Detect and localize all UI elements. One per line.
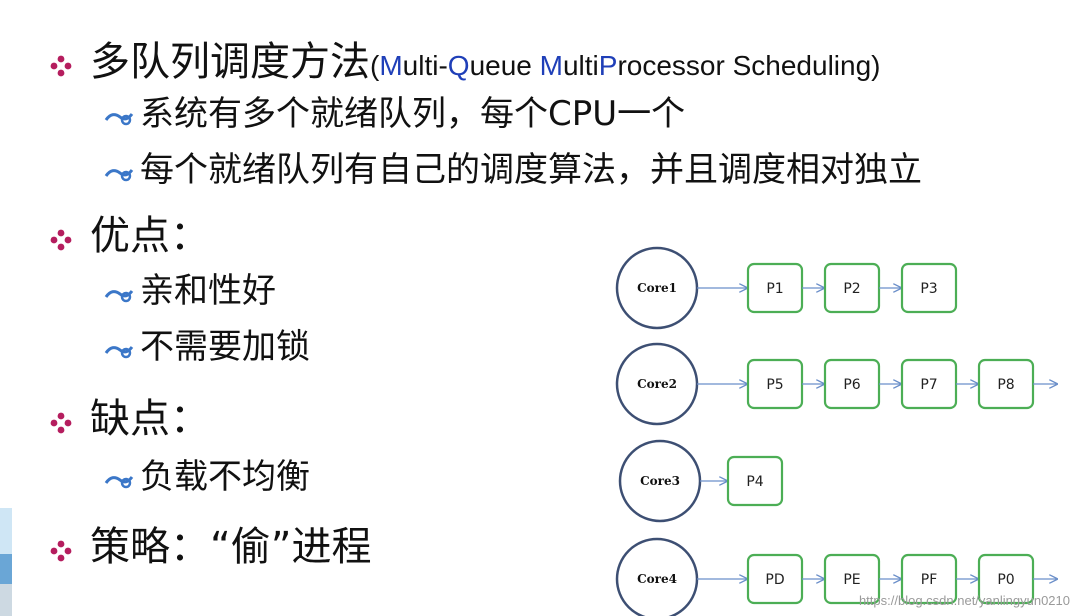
point-text: 负载不均衡: [140, 457, 310, 497]
process-label: P2: [843, 281, 860, 297]
point-text: 每个就绪队列有自己的调度算法，并且调度相对独立: [140, 150, 922, 190]
disadvantage-1: 负载不均衡: [104, 460, 310, 496]
diamond-bullet-icon: [50, 218, 76, 258]
advantage-2: 不需要加锁: [104, 330, 310, 366]
swirl-bullet-icon: [104, 276, 138, 310]
diamond-bullet-icon: [50, 401, 76, 441]
heading-text: 缺点：: [90, 396, 210, 442]
core-label: Core1: [637, 281, 677, 295]
heading-text: 策略：“偷”进程: [90, 524, 372, 570]
process-label: P1: [766, 281, 783, 297]
process-node: [726, 455, 784, 507]
core-label: Core3: [640, 474, 680, 488]
swirl-bullet-icon: [104, 462, 138, 496]
advantage-1: 亲和性好: [104, 274, 276, 310]
diamond-bullet-icon: [50, 44, 76, 84]
advantages-heading: 优点：: [50, 216, 210, 258]
swirl-bullet-icon: [104, 332, 138, 366]
process-label: P3: [920, 281, 937, 297]
page-title-english: (Multi-Queue MultiProcessor Scheduling): [370, 50, 880, 81]
point-text: 不需要加锁: [140, 327, 310, 367]
page-title: 多队列调度方法: [90, 39, 370, 85]
process-label: PE: [843, 572, 860, 588]
left-edge-decoration: [0, 584, 12, 616]
process-label: P5: [766, 377, 783, 393]
title-english-part: ulti-: [402, 50, 448, 81]
title-english-part: (: [370, 50, 380, 81]
core-label: Core4: [637, 572, 677, 586]
heading-text: 优点：: [90, 213, 210, 259]
watermark: https://blog.csdn.net/yanlingyun0210: [858, 593, 1070, 608]
strategy-heading: 策略：“偷”进程: [50, 527, 371, 569]
title-english-part: rocessor Scheduling): [617, 50, 881, 81]
process-label: P8: [997, 377, 1014, 393]
process-label: PF: [921, 572, 938, 588]
point-2: 每个就绪队列有自己的调度算法，并且调度相对独立: [104, 153, 922, 189]
left-edge-decoration: [0, 508, 12, 554]
process-node: [900, 262, 958, 314]
point-text: 系统有多个就绪队列，每个CPU一个: [140, 94, 686, 134]
title-english-part: M: [539, 50, 563, 81]
process-label: P4: [746, 474, 763, 490]
title-english-part: ulti: [562, 50, 599, 81]
core-label: Core2: [637, 377, 677, 391]
point-text: 亲和性好: [140, 271, 276, 311]
process-label: P0: [997, 572, 1014, 588]
title-english-part: ueue: [469, 50, 540, 81]
disadvantages-heading: 缺点：: [50, 399, 210, 441]
title-bullet: 多队列调度方法(Multi-Queue MultiProcessor Sched…: [50, 42, 880, 84]
swirl-bullet-icon: [104, 155, 138, 189]
process-label: PD: [765, 572, 784, 588]
title-english-part: P: [598, 50, 618, 81]
title-english-part: Q: [447, 50, 470, 81]
process-label: P6: [843, 377, 860, 393]
diamond-bullet-icon: [50, 529, 76, 569]
process-label: P7: [920, 377, 937, 393]
title-english-part: M: [379, 50, 403, 81]
swirl-bullet-icon: [104, 99, 138, 133]
left-edge-decoration: [0, 554, 12, 584]
point-1: 系统有多个就绪队列，每个CPU一个: [104, 97, 685, 133]
